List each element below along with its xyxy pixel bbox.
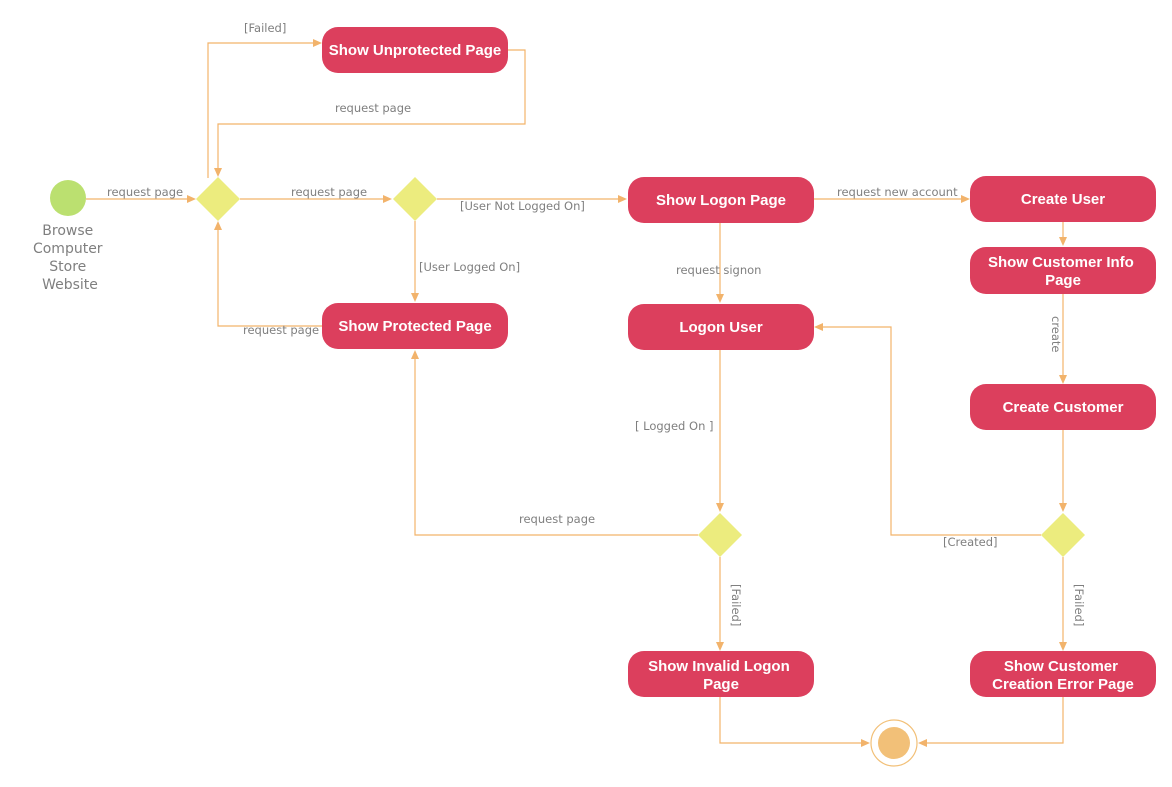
arrowhead [214, 168, 222, 177]
action-label: Show Unprotected Page [329, 42, 502, 59]
edge-label-user-logged-on: [User Logged On] [419, 260, 520, 274]
action-label: Page [703, 676, 739, 693]
arrowhead [716, 642, 724, 651]
decision-node-logged-on-check [393, 177, 437, 221]
svg-text:Logon User: Logon User [679, 319, 762, 336]
action-label: Show Customer Info [988, 254, 1134, 271]
action-label: Page [1045, 272, 1081, 289]
arrowhead [961, 195, 970, 203]
edge-label-logged-on: [ Logged On ] [635, 419, 714, 433]
edge-protected-to-d1 [217, 230, 322, 327]
edge-invalid-to-end [719, 697, 862, 744]
arrowhead [214, 221, 222, 230]
action-show-invalid-logon-page: Show Invalid Logon Page [628, 651, 814, 697]
action-label: Create Customer [1003, 399, 1124, 416]
arrowhead [313, 39, 322, 47]
edge-label-created: [Created] [943, 535, 998, 549]
edge-label-request-new-account: request new account [837, 185, 958, 199]
arrowhead [1059, 503, 1067, 512]
decision-node-creation-result [1041, 513, 1085, 557]
edge-label-request-page-start: request page [107, 185, 183, 199]
action-create-user: Create User [970, 176, 1156, 222]
svg-text:Show Customer Creation E: Show Customer Creation Error Page [992, 658, 1134, 693]
arrowhead [1059, 642, 1067, 651]
edge-unprotected-to-d1 [217, 49, 526, 168]
svg-text:Create Customer: Create Customer [1003, 399, 1124, 416]
edge-label-request-page-protected: request page [243, 323, 319, 337]
arrowhead [716, 503, 724, 512]
action-label: Show Customer [1004, 658, 1118, 675]
arrowhead [716, 294, 724, 303]
action-label: Create User [1021, 191, 1105, 208]
action-label: Show Invalid Logon [648, 658, 790, 675]
svg-text:Show Unprotected Page: Show Unprotected Page [329, 42, 502, 59]
action-show-customer-creation-error-page: Show Customer Creation Error Page [970, 651, 1156, 697]
svg-text:Show Logon Page: Show Logon Page [656, 192, 786, 209]
edge-label-request-page-mid: request page [291, 185, 367, 199]
edge-d4-to-logon-user [822, 326, 1041, 536]
action-label: Logon User [679, 319, 762, 336]
svg-text:Show Customer Info Page: Show Customer Info Page [988, 254, 1138, 289]
arrowhead [861, 739, 870, 747]
arrowhead [411, 293, 419, 302]
action-show-protected-page: Show Protected Page [322, 303, 508, 349]
action-label: Show Protected Page [338, 318, 491, 335]
edge-label-create: create [1049, 316, 1063, 353]
arrowhead [814, 323, 823, 331]
start-label: Browse Computer Store Website [33, 223, 107, 293]
edge-label-failed-customer: [Failed] [1072, 584, 1086, 626]
final-node [878, 727, 910, 759]
action-label: Show Logon Page [656, 192, 786, 209]
arrowhead [618, 195, 627, 203]
arrowhead [383, 195, 392, 203]
edge-label-request-signon: request signon [676, 263, 761, 277]
action-logon-user: Logon User [628, 304, 814, 350]
edge-label-request-page-bottom: request page [519, 512, 595, 526]
arrowhead [1059, 237, 1067, 246]
action-create-customer: Create Customer [970, 384, 1156, 430]
initial-node [50, 180, 86, 216]
action-show-logon-page: Show Logon Page [628, 177, 814, 223]
edge-label-failed-top: [Failed] [244, 21, 286, 35]
arrowhead [187, 195, 196, 203]
svg-text:Show Invalid Logon Page: Show Invalid Logon Page [648, 658, 794, 693]
edge-error-to-end [926, 697, 1064, 744]
edge-labels: [Failed] request page request page reque… [107, 21, 1086, 626]
action-show-customer-info-page: Show Customer Info Page [970, 247, 1156, 294]
edge-label-user-not-logged-on: [User Not Logged On] [460, 199, 585, 213]
arrowhead [411, 350, 419, 359]
edges [86, 39, 1067, 747]
action-label: Creation Error Page [992, 676, 1134, 693]
decision-node-logon-result [698, 513, 742, 557]
svg-text:Create User: Create User [1021, 191, 1105, 208]
edge-label-request-page-loop: request page [335, 101, 411, 115]
edge-d1-to-unprotected [207, 42, 314, 178]
action-show-unprotected-page: Show Unprotected Page [322, 27, 508, 73]
decision-node-request [196, 177, 240, 221]
edge-label-failed-logon: [Failed] [729, 584, 743, 626]
arrowhead [918, 739, 927, 747]
edge-d3-to-protected [414, 358, 698, 536]
svg-text:Show Protected Page: Show Protected Page [338, 318, 491, 335]
arrowhead [1059, 375, 1067, 384]
